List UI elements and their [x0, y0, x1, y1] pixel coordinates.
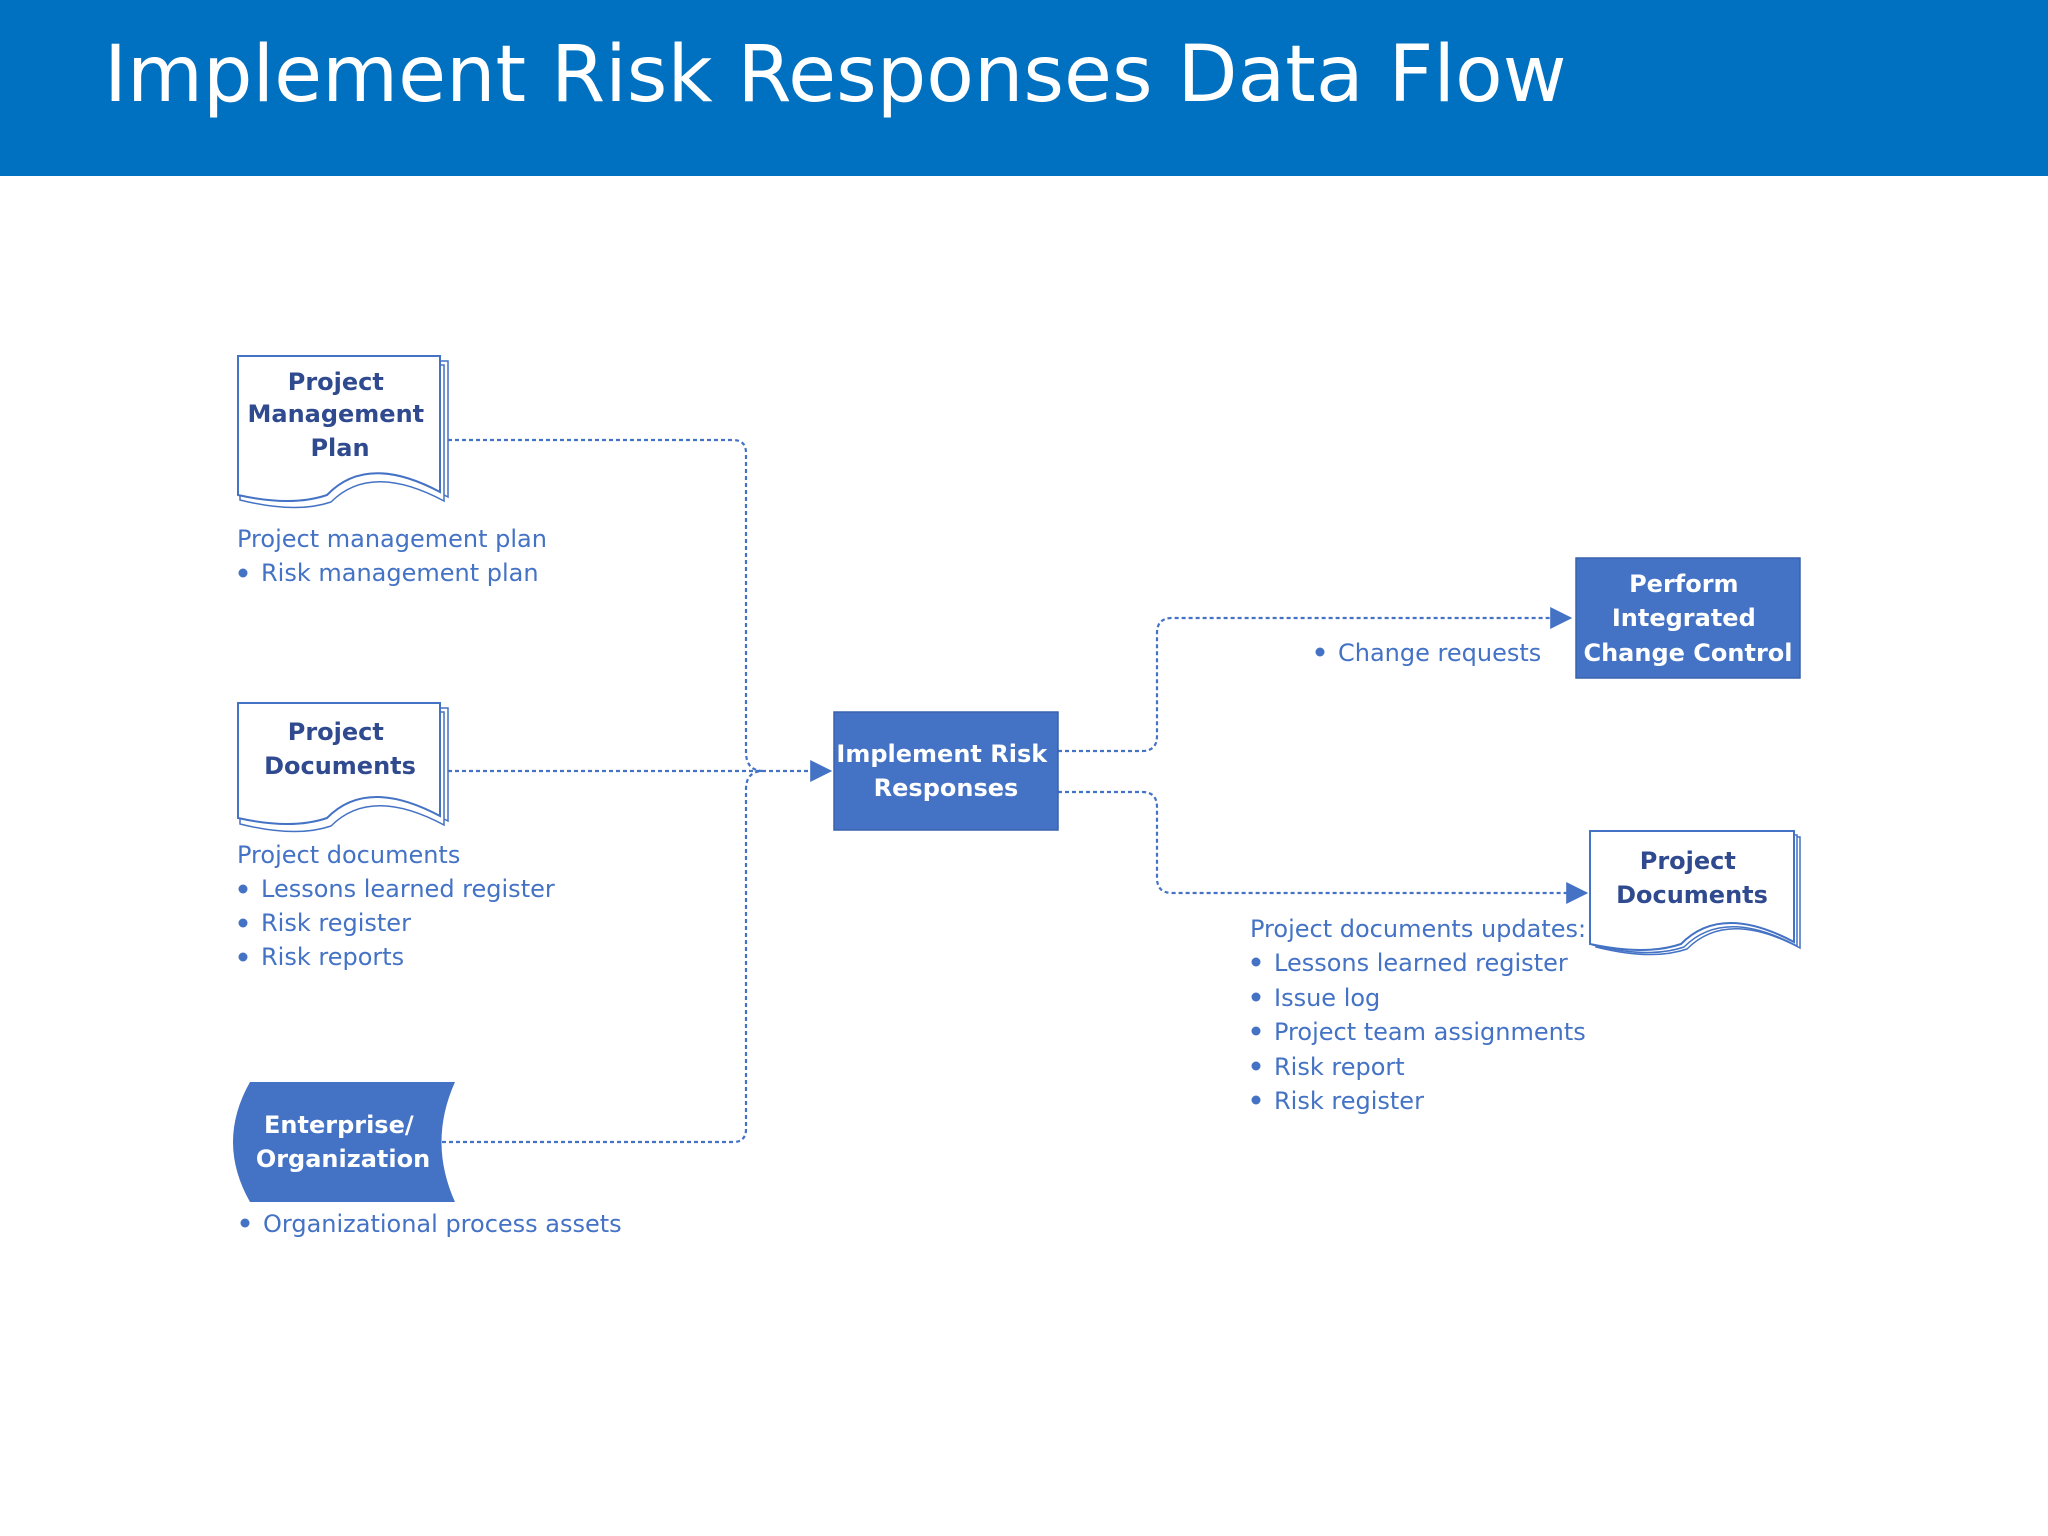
project-documents-output-label-line-1: Project [1640, 847, 1736, 875]
documents-updates-notes-bullet [1251, 957, 1261, 967]
pm-plan-label-line-1: Project [288, 368, 384, 396]
project-documents-notes-bullet [238, 952, 248, 962]
svg-text:Project Management: Project Management Plan [247, 368, 432, 462]
enterprise-organization-node: Enterprise/ Organization [233, 1082, 455, 1202]
project-documents-input-label-line-2: Documents [264, 752, 416, 780]
connector-change-requests [1058, 607, 1573, 753]
pm-plan-notes-heading: Project management plan [237, 525, 547, 553]
project-documents-output-document: Project Documents [1589, 830, 1801, 956]
project-documents-notes-item: Risk register [261, 909, 411, 937]
documents-updates-notes-bullet [1251, 992, 1261, 1002]
pm-plan-notes-bullet [238, 568, 248, 578]
pm-plan-label-line-3: Plan [310, 434, 369, 462]
svg-text:Enterprise/ Organization: Enterprise/ Organization [256, 1111, 430, 1173]
connector-pm-plan [448, 438, 763, 773]
connector-documents-updates [1058, 790, 1589, 904]
project-documents-notes: Project documents Lessons learned regist… [237, 841, 555, 971]
enterprise-notes-item: Organizational process assets [263, 1210, 622, 1238]
project-management-plan-document: Project Management Plan [237, 355, 449, 509]
project-documents-notes-item: Risk reports [261, 943, 404, 971]
documents-updates-notes-bullet [1251, 1095, 1261, 1105]
implement-label-line-2: Responses [874, 774, 1019, 802]
documents-updates-notes-item: Project team assignments [1274, 1018, 1586, 1046]
change-requests-notes-bullet [1315, 647, 1325, 657]
pm-plan-notes: Project management plan Risk management … [237, 525, 547, 587]
page-title: Implement Risk Responses Data Flow [104, 30, 1567, 120]
documents-updates-notes-item: Risk report [1274, 1053, 1405, 1081]
perform-icc-label-line-2: Integrated [1612, 604, 1756, 632]
documents-updates-notes: Project documents updates: Lessons learn… [1250, 915, 1586, 1115]
perform-icc-label-line-1: Perform [1629, 570, 1738, 598]
project-documents-notes-item: Lessons learned register [261, 875, 555, 903]
documents-updates-notes-item: Lessons learned register [1274, 949, 1568, 977]
project-documents-input-document: Project Documents [237, 702, 449, 833]
connectors [442, 438, 1589, 1144]
enterprise-notes: Organizational process assets [240, 1210, 622, 1238]
documents-updates-notes-item: Risk register [1274, 1087, 1424, 1115]
change-requests-notes-item: Change requests [1338, 639, 1541, 667]
perform-icc-label-line-3: Change Control [1583, 639, 1792, 667]
documents-updates-notes-bullet [1251, 1026, 1261, 1036]
enterprise-label-line-2: Organization [256, 1145, 430, 1173]
svg-text:Project Documents: Project Documents [1616, 847, 1768, 909]
svg-text:Perform Integrated: Perform Integrated Change Control [1583, 570, 1792, 667]
title-bar: Implement Risk Responses Data Flow [0, 0, 2048, 176]
implement-risk-responses-process: Implement Risk Responses [833, 711, 1059, 831]
enterprise-notes-bullet [240, 1218, 250, 1228]
project-documents-notes-heading: Project documents [237, 841, 460, 869]
change-requests-notes: Change requests [1315, 639, 1541, 667]
project-documents-notes-bullet [238, 918, 248, 928]
project-documents-output-label-line-2: Documents [1616, 881, 1768, 909]
pm-plan-label-line-2: Management [247, 400, 424, 428]
pm-plan-notes-item: Risk management plan [261, 559, 539, 587]
enterprise-label-line-1: Enterprise/ [264, 1111, 414, 1139]
project-documents-input-label-line-1: Project [288, 718, 384, 746]
documents-updates-notes-item: Issue log [1274, 984, 1380, 1012]
connector-enterprise [442, 769, 763, 1144]
perform-integrated-change-control-process: Perform Integrated Change Control [1575, 557, 1801, 679]
documents-updates-notes-heading: Project documents updates: [1250, 915, 1586, 943]
svg-text:Implement Risk Responses: Implement Risk Responses [836, 740, 1055, 802]
documents-updates-notes-bullet [1251, 1061, 1261, 1071]
implement-label-line-1: Implement Risk [836, 740, 1048, 768]
svg-text:Project Documents: Project Documents [264, 718, 416, 780]
project-documents-notes-bullet [238, 884, 248, 894]
